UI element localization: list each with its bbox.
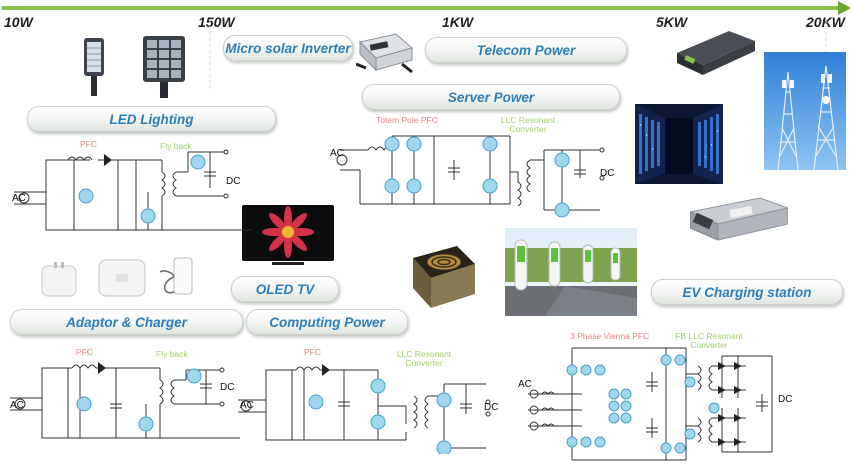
led-flood-light-image [143, 36, 185, 98]
power-marker-150w: 150W [198, 14, 235, 30]
power-marker-5kw: 5KW [656, 14, 688, 30]
server-psu-image [690, 197, 788, 241]
label-oled-tv: OLED TV [231, 276, 339, 302]
label-micro-solar-inverter: Micro solar Inverter [223, 35, 353, 61]
adaptor-converter-label: Fly back [156, 349, 188, 359]
ev-pfc-label: 3 Phase Vienna PFC [570, 331, 650, 341]
micro-inverter-image [356, 33, 414, 74]
adaptor-charger-circuit [10, 362, 240, 439]
server-room-image [635, 104, 723, 184]
computer-psu-image [413, 246, 475, 308]
laptop-adaptor-image [98, 259, 146, 297]
ev-converter-label: FB LLC Resonant Converter [675, 331, 743, 350]
led-ac-label: AC [12, 193, 26, 204]
adaptor-pfc-label: PFC [76, 347, 93, 357]
power-scale-arrow [2, 1, 851, 15]
ev-charging-photo [505, 228, 637, 316]
usb-adaptor-image [41, 262, 77, 297]
ev-dc-label: DC [778, 394, 793, 405]
computing-ac-label: AC [240, 400, 254, 411]
server-ac-label: AC [330, 148, 344, 159]
computing-dc-label: DC [484, 402, 499, 413]
server-pfc-label: Totem Pole PFC [376, 115, 438, 125]
label-computing-power: Computing Power [246, 309, 408, 335]
adaptor-ac-label: AC [10, 400, 24, 411]
adaptor-dc-label: DC [220, 382, 235, 393]
label-ev-charging-station: EV Charging station [651, 279, 843, 305]
computing-power-circuit [238, 364, 491, 454]
server-dc-label: DC [600, 168, 615, 179]
telecom-tower-image [764, 52, 846, 170]
computing-converter-label: LLC Resonant Converter [396, 349, 452, 368]
oled-tv-image [242, 205, 334, 265]
telecom-rectifier-image [677, 31, 755, 75]
ev-ac-label: AC [518, 379, 532, 390]
led-street-light-image [84, 38, 104, 96]
power-marker-20kw: 20KW [806, 14, 845, 30]
led-lighting-circuit [14, 149, 252, 231]
server-converter-label: LLC Resonant Converter [500, 115, 556, 134]
charger-cable-image [159, 257, 193, 295]
led-pfc-label: PFC [80, 139, 97, 149]
label-led-lighting: LED Lighting [27, 106, 276, 132]
label-adaptor-charger: Adaptor & Charger [10, 309, 243, 335]
ev-charging-circuit [528, 347, 773, 461]
led-dc-label: DC [226, 176, 241, 187]
computing-pfc-label: PFC [304, 347, 321, 357]
power-marker-10w: 10W [4, 14, 33, 30]
label-server-power: Server Power [362, 84, 620, 110]
led-converter-label: Fly back [160, 141, 192, 151]
label-telecom-power: Telecom Power [425, 37, 627, 63]
server-power-circuit [336, 135, 605, 218]
